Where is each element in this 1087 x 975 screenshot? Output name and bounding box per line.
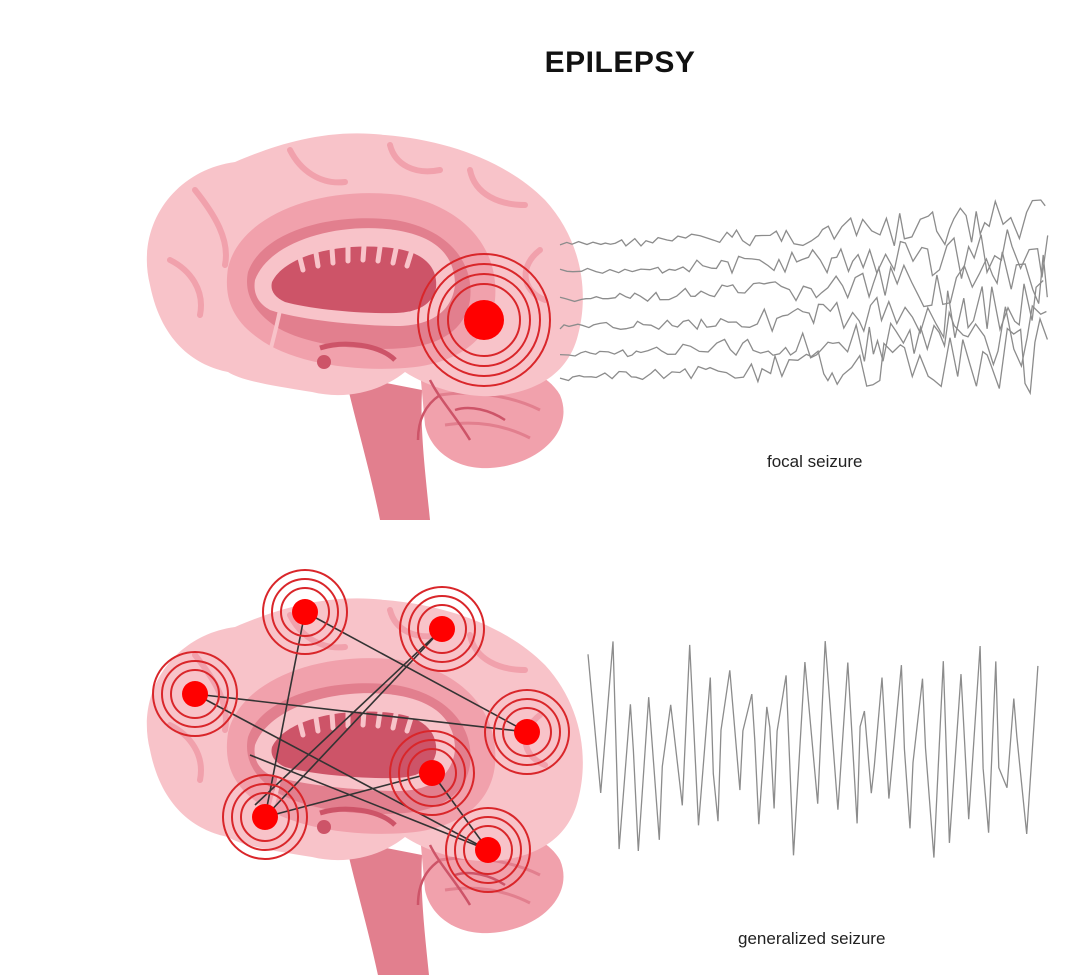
- focal-eeg-trace: [559, 251, 1048, 308]
- generalized-eeg-trace: [587, 641, 1039, 858]
- focal-eeg-trace: [559, 304, 1047, 369]
- diagram-title: EPILEPSY: [544, 46, 696, 79]
- focal-eeg-trace: [559, 229, 1049, 279]
- focal-eeg-traces: [559, 198, 1049, 396]
- focal-eeg-trace: [559, 198, 1046, 247]
- focal-seizure-caption: focal seizure: [767, 452, 863, 471]
- focal-brain: [147, 133, 583, 520]
- focal-seizure-focus: [417, 253, 551, 387]
- focal-eeg-trace: [559, 316, 1049, 396]
- generalized-seizure-caption: generalized seizure: [738, 929, 886, 948]
- focal-eeg-trace: [559, 280, 1044, 340]
